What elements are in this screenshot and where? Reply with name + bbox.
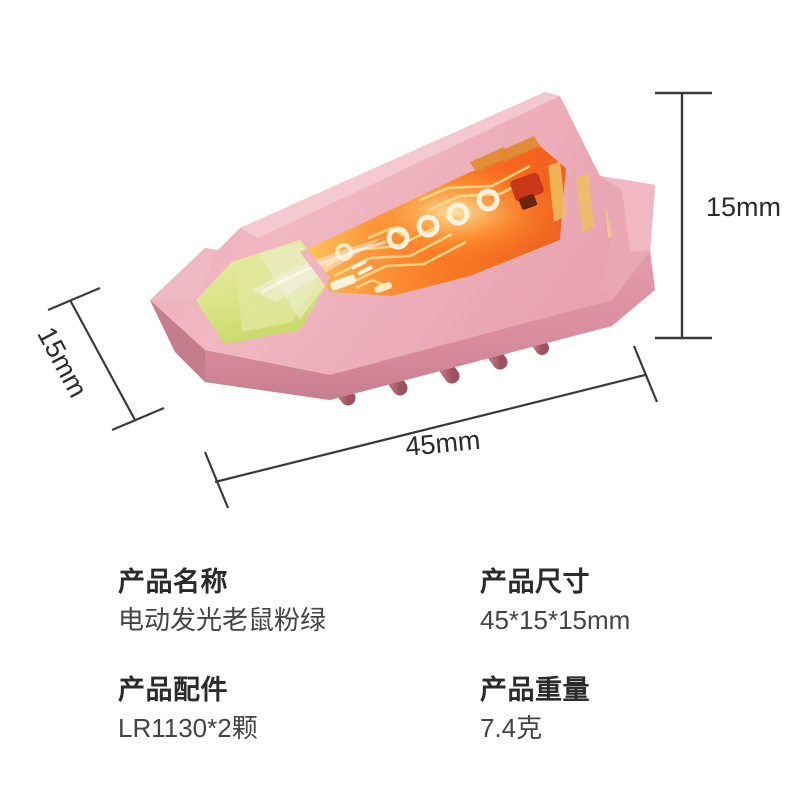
spec-label-product-size: 产品尺寸 <box>480 567 590 597</box>
spec-label-product-weight: 产品重量 <box>480 675 590 705</box>
spec-label-product-name: 产品名称 <box>118 567 228 597</box>
dimension-height-label: 15mm <box>706 192 782 222</box>
spec-value-product-name: 电动发光老鼠粉绿 <box>118 605 327 636</box>
product-illustration <box>47 91 712 509</box>
product-head-cap <box>600 176 655 300</box>
pcb-component <box>510 172 544 202</box>
spec-product-name: 产品名称 电动发光老鼠粉绿 <box>118 567 458 638</box>
product-shell-top <box>150 92 655 375</box>
spec-value-product-size: 45*15*15mm <box>480 605 631 636</box>
spec-product-accessories: 产品配件 LR1130*2颗 <box>118 675 458 746</box>
product-shell-side <box>150 250 655 400</box>
spec-value-product-accessories: LR1130*2颗 <box>118 713 258 744</box>
product-spec-table: 产品名称 电动发光老鼠粉绿 产品尺寸 45*15*15mm 产品配件 LR113… <box>0 545 800 785</box>
dimension-depth-line <box>47 286 165 432</box>
spec-product-weight: 产品重量 7.4克 <box>480 675 800 746</box>
pcb-component-dark <box>518 194 538 210</box>
dimension-length-line <box>203 345 659 509</box>
pcb-pads <box>330 188 500 293</box>
dimension-height-line <box>655 91 712 340</box>
product-image: 15mm 45mm 15mm <box>32 91 782 509</box>
spec-product-size: 产品尺寸 45*15*15mm <box>480 567 800 638</box>
spec-label-product-accessories: 产品配件 <box>118 675 228 705</box>
spec-value-product-weight: 7.4克 <box>480 713 543 744</box>
